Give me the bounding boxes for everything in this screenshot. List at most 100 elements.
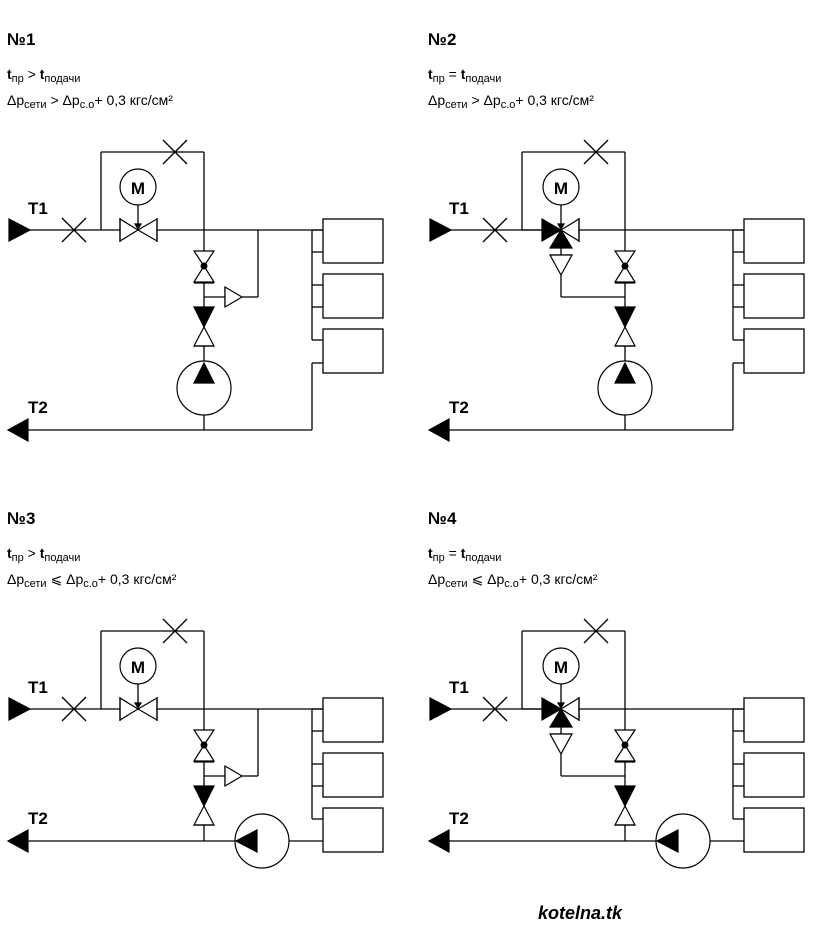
supply-arrow-icon (8, 218, 32, 242)
comparison-operator: > (50, 92, 59, 108)
bypass-shutoff-icon (162, 139, 188, 165)
radiator-3 (743, 807, 805, 853)
scheme-diagram: T1 M T2 (427, 139, 805, 443)
scheme-panel-1: №1 tпр > tподачи Δpсети > Δpс.о+ 0,3 кгс… (0, 0, 410, 470)
pressure-margin: + 0,3 кгс/см² (515, 92, 594, 108)
motor-label: M (554, 179, 568, 198)
dp-system-symbol: Δp (483, 92, 501, 108)
temperature-condition: tпр = tподачи (428, 545, 501, 564)
three-way-valve-icon (541, 217, 563, 243)
pressure-margin: + 0,3 кгс/см² (94, 92, 173, 108)
three-way-valve-icon (541, 696, 563, 722)
radiator-3 (743, 328, 805, 374)
bypass-shutoff-icon (583, 618, 609, 644)
balance-valve-icon (613, 743, 637, 762)
radiator-1 (743, 218, 805, 264)
dp-system-subscript: с.о (83, 578, 98, 590)
scheme-panel-2: №2 tпр = tподачи Δpсети > Δpс.о+ 0,3 кгс… (421, 0, 819, 470)
comparison-operator: = (448, 66, 457, 82)
radiator-2 (743, 752, 805, 798)
t-supply-symbol: t (428, 545, 433, 561)
supply-label: T1 (449, 678, 469, 697)
return-label: T2 (449, 809, 469, 828)
temperature-condition: tпр > tподачи (7, 66, 80, 85)
scheme-title: №2 (428, 30, 457, 49)
dp-network-subscript: сети (24, 99, 47, 111)
t-supply-subscript: пр (11, 552, 24, 564)
supply-label: T1 (449, 199, 469, 218)
balance-valve-icon (613, 729, 637, 747)
t-feed-symbol: t (460, 66, 466, 82)
comparison-operator: = (448, 545, 457, 561)
t-supply-symbol: t (428, 66, 433, 82)
supply-label: T1 (28, 199, 48, 218)
t-feed-subscript: подачи (44, 73, 81, 85)
balance-valve-stem-icon (621, 262, 629, 270)
t-supply-symbol: t (7, 66, 12, 82)
radiator-2 (322, 273, 384, 319)
check-valve-icon (193, 306, 215, 329)
bypass-shutoff-icon (162, 618, 188, 644)
t-supply-symbol: t (7, 545, 12, 561)
supply-arrow-icon (429, 218, 453, 242)
pressure-margin: + 0,3 кгс/см² (518, 571, 598, 587)
shutoff-valve-icon (482, 696, 508, 722)
return-arrow-icon (6, 828, 29, 854)
pressure-condition: Δpсети ⩽ Δpс.о+ 0,3 кгс/см² (7, 571, 176, 590)
comparison-operator: > (27, 545, 36, 561)
balance-valve-icon (192, 264, 216, 283)
temperature-condition: tпр = tподачи (428, 66, 501, 85)
radiator-2 (743, 273, 805, 319)
t-supply-subscript: пр (432, 73, 445, 85)
return-arrow-icon (427, 828, 450, 854)
scheme-title: №3 (7, 509, 36, 528)
dp-system-subscript: с.о (79, 99, 95, 111)
shutoff-valve-icon (482, 217, 508, 243)
return-label: T2 (449, 398, 469, 417)
pressure-condition: Δpсети > Δpс.о+ 0,3 кгс/см² (428, 92, 594, 111)
check-valve-icon (614, 306, 636, 329)
site-watermark: kotelna.tk (538, 903, 623, 923)
balance-valve-stem-icon (621, 741, 629, 749)
balance-valve-icon (192, 250, 216, 268)
bypass-shutoff-icon (583, 139, 609, 165)
radiator-2 (322, 752, 384, 798)
check-valve-icon (548, 254, 574, 277)
return-arrow-icon (6, 417, 29, 443)
actuator-arrow-icon (133, 223, 143, 231)
supply-label: T1 (28, 678, 48, 697)
radiator-3 (322, 328, 384, 374)
dp-network-subscript: сети (445, 99, 468, 111)
t-feed-subscript: подачи (44, 552, 81, 564)
t-supply-subscript: пр (11, 73, 24, 85)
pressure-condition: Δpсети ⩽ Δpс.о+ 0,3 кгс/см² (428, 571, 597, 590)
pump-direction-icon (193, 361, 215, 384)
check-valve-icon (193, 325, 215, 347)
pump-direction-icon (234, 829, 258, 853)
t-feed-subscript: подачи (465, 73, 502, 85)
pressure-condition: Δpсети > Δpс.о+ 0,3 кгс/см² (7, 92, 173, 111)
check-valve-icon (193, 804, 215, 826)
balance-valve-icon (613, 264, 637, 283)
control-valve-icon (136, 696, 158, 722)
supply-arrow-icon (8, 697, 32, 721)
t-supply-subscript: пр (432, 552, 445, 564)
control-valve-icon (119, 217, 140, 243)
dp-network-symbol: Δp (428, 92, 446, 108)
control-valve-icon (119, 696, 140, 722)
dp-system-symbol: Δp (62, 92, 80, 108)
radiator-1 (322, 218, 384, 264)
radiator-1 (743, 697, 805, 743)
pressure-margin: + 0,3 кгс/см² (97, 571, 177, 587)
t-feed-symbol: t (460, 545, 466, 561)
actuator-arrow-icon (556, 223, 566, 231)
motor-label: M (131, 658, 145, 677)
return-label: T2 (28, 398, 48, 417)
dp-network-subscript: сети (445, 578, 468, 590)
check-valve-icon (614, 785, 636, 808)
dp-system-subscript: с.о (504, 578, 519, 590)
comparison-operator: ⩽ (50, 571, 63, 587)
